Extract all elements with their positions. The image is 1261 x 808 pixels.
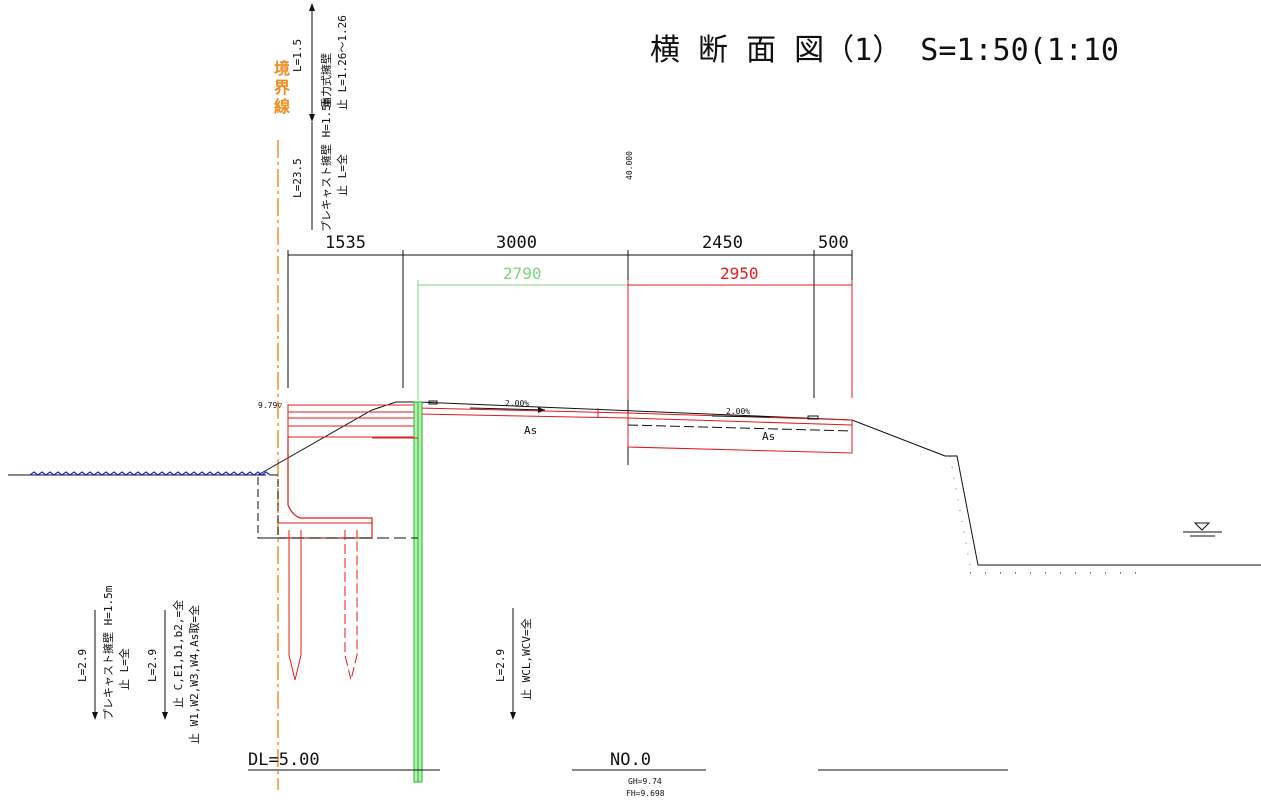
slope-left-label: 2.00% xyxy=(505,399,529,408)
gh-label: GH=9.74 xyxy=(628,777,662,786)
retaining-wall xyxy=(278,437,373,539)
boundary-label-2: 界 xyxy=(274,78,290,97)
riprap-dots-slope xyxy=(949,455,971,566)
top-note-arrowhead-1 xyxy=(309,3,315,11)
boundary-label-3: 線 xyxy=(274,97,290,116)
as-left-label: As xyxy=(524,424,537,437)
fh-label: FH=9.698 xyxy=(626,789,665,798)
bottom-note-arrowhead-2 xyxy=(162,712,168,720)
elevation-label: 9.79▽ xyxy=(258,401,282,410)
datum-label: DL=5.00 xyxy=(248,750,320,770)
pavement-right-box xyxy=(627,412,853,454)
top-note-length-1: L=1.5 xyxy=(291,39,304,72)
top-note-arrowhead-2 xyxy=(309,114,315,122)
station-label: NO.0 xyxy=(610,750,651,770)
river-bank-line xyxy=(945,455,1261,566)
drawing-title: 横 断 面 図（1） S=1:50(1:10 xyxy=(650,33,1119,68)
slope-right-arrow xyxy=(711,415,771,418)
curb-right xyxy=(807,415,819,420)
foundation-dashed xyxy=(257,474,279,539)
dim-2790: 2790 xyxy=(503,264,542,283)
bottom-note-1-desc: プレキャスト擁壁 H=1.5m xyxy=(101,585,115,720)
pavement-right-layer-1 xyxy=(627,417,853,426)
pile-dashed xyxy=(344,530,358,681)
dim-2450: 2450 xyxy=(702,233,743,253)
bottom-note-3-length: L=2.9 xyxy=(494,649,507,682)
water-level-icon xyxy=(1193,522,1211,531)
as-right-label: As xyxy=(762,430,775,443)
bottom-note-arrowhead-1 xyxy=(92,712,98,720)
center-offset-label: 40.000 xyxy=(625,151,634,180)
bottom-note-arrowhead-3 xyxy=(510,712,516,720)
top-note-desc-2: プレキャスト擁壁 H=1.5m xyxy=(319,97,333,232)
pavement-right-dashed xyxy=(627,424,853,432)
ground-profile-line xyxy=(257,401,946,476)
slope-left-arrowhead xyxy=(538,407,545,413)
bottom-note-1-range: 止 L=全 xyxy=(117,648,131,690)
top-note-length-2: L=23.5 xyxy=(291,158,304,198)
pile-solid xyxy=(288,530,302,681)
dim-1535: 1535 xyxy=(325,233,366,253)
slope-left-arrow xyxy=(469,407,546,411)
slope-right-label: 2.00% xyxy=(726,407,750,416)
dim-2950: 2950 xyxy=(720,264,759,283)
top-note-desc-1: 重力式擁壁 xyxy=(319,53,333,108)
water-surface-hatch xyxy=(29,471,271,476)
bottom-note-2-desc: 止 C,E1,b1,b2,=全 xyxy=(171,600,185,708)
bottom-note-3-desc: 止 WCL,WCV=全 xyxy=(519,618,533,700)
pavement-center-top xyxy=(417,407,629,414)
bottom-note-1-length: L=2.9 xyxy=(76,649,89,682)
curb-left xyxy=(428,400,438,405)
pavement-center-bottom xyxy=(417,413,629,419)
bottom-note-2-length: L=2.9 xyxy=(146,649,159,682)
top-note-range-1: 止 L=1.26〜1.26 xyxy=(336,15,349,110)
dim-500: 500 xyxy=(818,233,849,253)
top-note-range-2: 止 L=全 xyxy=(335,154,349,196)
dim-3000: 3000 xyxy=(496,233,537,253)
boundary-label-1: 境 xyxy=(274,59,290,78)
bottom-note-2-range: 止 W1,W2,W3,W4,As取=全 xyxy=(187,605,201,744)
